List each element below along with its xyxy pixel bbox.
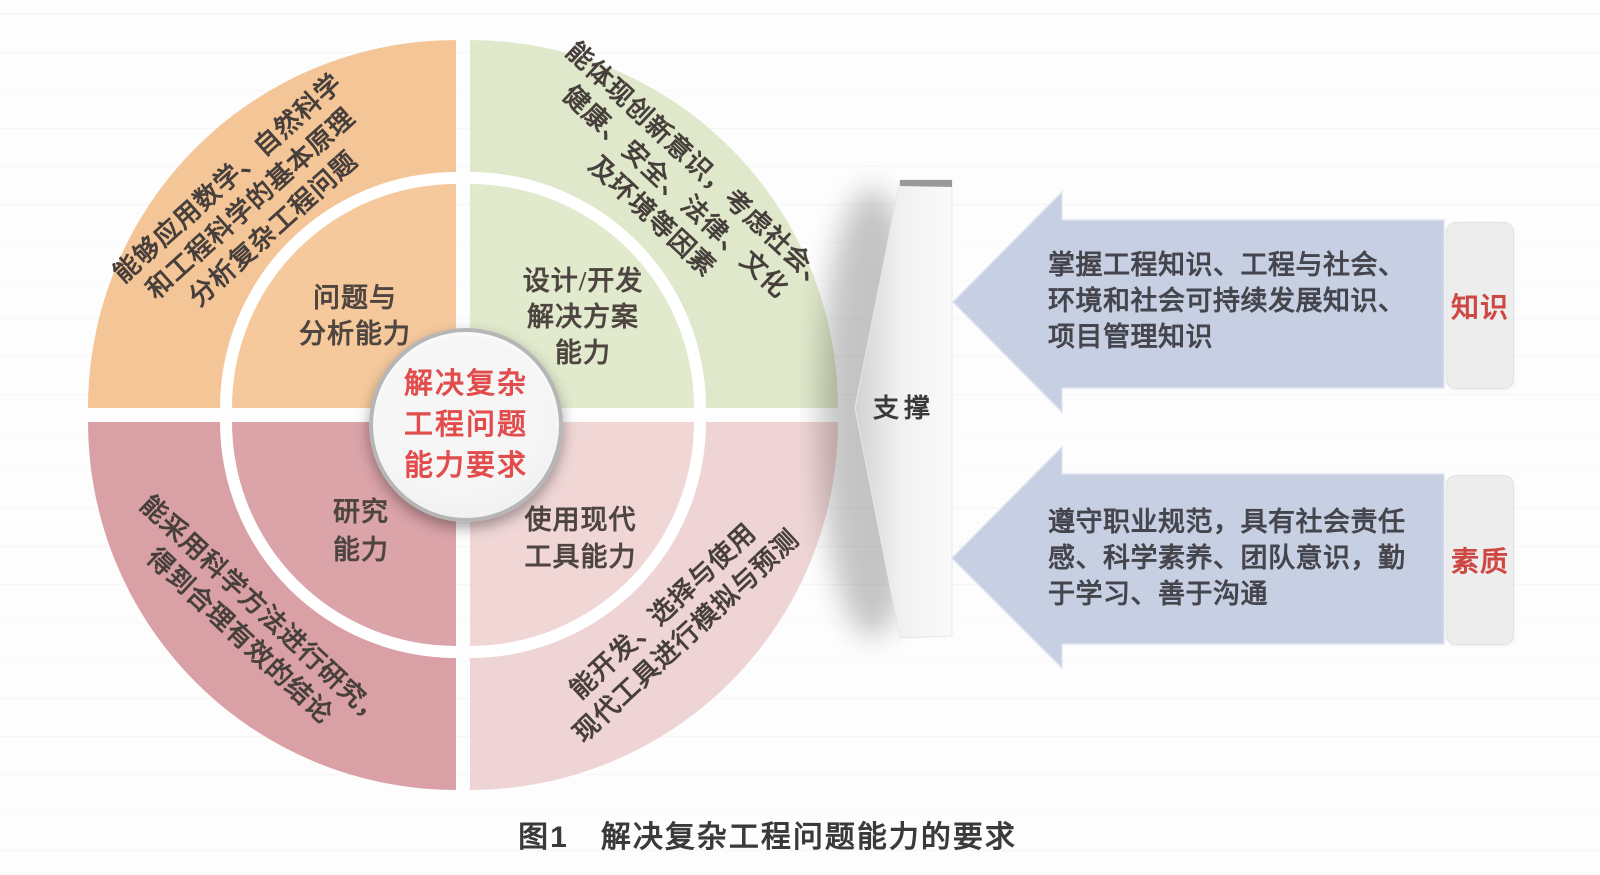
text-line: 遵守职业规范，具有社会责任 xyxy=(1048,507,1406,537)
label-line: 使用现代 xyxy=(524,505,637,535)
label-line: 设计/开发 xyxy=(522,266,644,296)
text-line: 掌握工程知识、工程与社会、 xyxy=(1048,250,1406,280)
label-modern-tools: 使用现代 工具能力 xyxy=(488,502,673,576)
knowledge-tag: 知识 xyxy=(1446,222,1514,389)
label-line: 能力 xyxy=(555,338,611,368)
label-line: 工具能力 xyxy=(524,542,637,572)
text-line: 于学习、善于沟通 xyxy=(1048,579,1268,609)
quality-arrow-text: 遵守职业规范，具有社会责任 感、科学素养、团队意识，勤 于学习、善于沟通 xyxy=(1048,504,1448,612)
label-line: 研究 xyxy=(333,497,389,527)
center-text-line: 解决复杂 xyxy=(403,367,528,400)
panel-top-bevel xyxy=(900,180,952,187)
label-problem-analysis: 问题与 分析能力 xyxy=(275,280,435,352)
center-requirement-circle: 解决复杂 工程问题 能力要求 xyxy=(369,328,563,522)
support-panel-label: 支撑 xyxy=(872,394,935,423)
support-panel-shape xyxy=(820,179,953,639)
figure-caption: 图1 解决复杂工程问题能力的要求 xyxy=(518,821,1017,854)
ability-wheel-diagram: 能够应用数学、自然科学 和工程科学的基本原理 分析复杂工程问题 能体现创新意识，… xyxy=(88,36,838,790)
text-line: 项目管理知识 xyxy=(1048,322,1213,352)
label-line: 能力 xyxy=(333,535,389,565)
label-research: 研究 能力 xyxy=(281,493,441,569)
label-design-develop: 设计/开发 解决方案 能力 xyxy=(503,263,663,371)
label-line: 问题与 xyxy=(313,283,397,313)
center-text-line: 能力要求 xyxy=(403,449,528,482)
knowledge-arrow-shape xyxy=(951,190,1445,414)
label-line: 解决方案 xyxy=(527,302,639,332)
quality-arrow-shape xyxy=(950,445,1445,670)
knowledge-tag-label: 知识 xyxy=(1450,292,1509,324)
text-line: 感、科学素养、团队意识，勤 xyxy=(1048,543,1406,573)
knowledge-arrow-text: 掌握工程知识、工程与社会、 环境和社会可持续发展知识、 项目管理知识 xyxy=(1048,247,1448,355)
quadrant-design-develop xyxy=(470,40,838,408)
quality-tag: 素质 xyxy=(1446,475,1514,645)
text-line: 环境和社会可持续发展知识、 xyxy=(1048,286,1406,316)
label-line: 分析能力 xyxy=(299,319,411,349)
quality-tag-label: 素质 xyxy=(1450,547,1509,578)
center-text-line: 工程问题 xyxy=(403,408,528,441)
